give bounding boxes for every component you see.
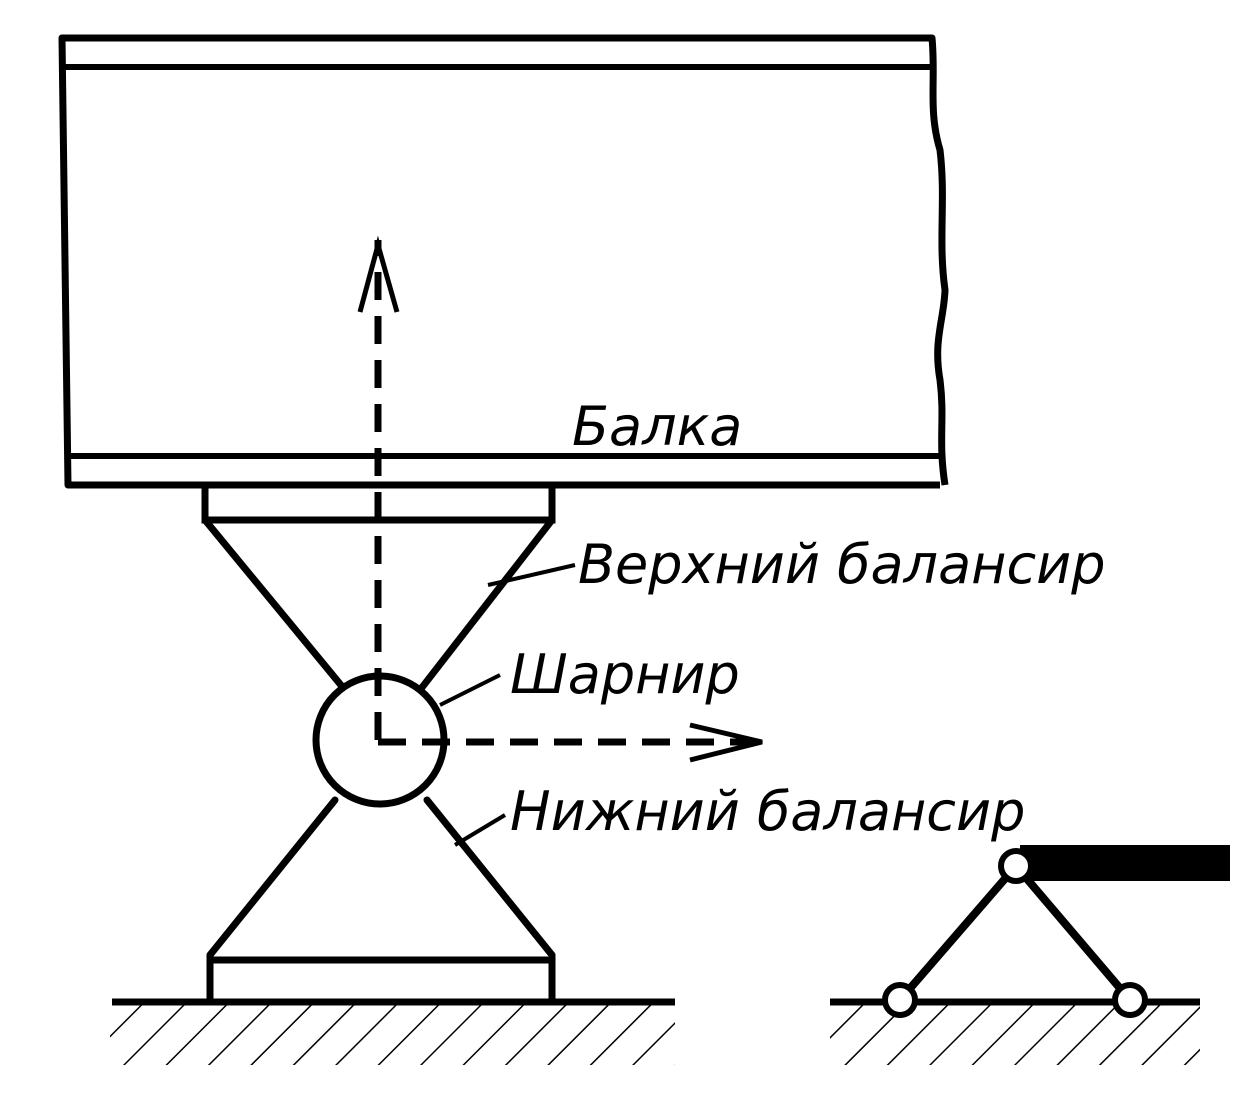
beam-outline [58, 34, 949, 489]
schematic-symbol [830, 845, 1230, 1065]
schematic-beam-bar [1020, 845, 1230, 881]
ground-left [110, 998, 675, 1065]
lower-balancer-body [206, 796, 556, 959]
horizontal-arrow-head-icon [689, 722, 763, 763]
hinge-leader [439, 673, 501, 707]
lower-balancer-label: Нижний балансир [510, 780, 1025, 843]
vertical-arrow-head-icon [357, 235, 400, 313]
upper-balancer-label: Верхний балансир [578, 533, 1106, 596]
upper-balancer-leader [487, 563, 576, 587]
schematic-link-right [1012, 863, 1134, 1003]
schematic-right-hinge [1112, 982, 1148, 1018]
ground-left-hatch [110, 1005, 675, 1065]
upper-balancer: Верхний балансир [201, 485, 1106, 694]
schematic-link-left [896, 863, 1020, 1003]
force-arrows [357, 235, 763, 763]
beam-label: Балка [572, 395, 742, 458]
lower-balancer-plate [206, 955, 556, 1000]
hinge-label: Шарнир [510, 643, 740, 706]
ground-right-hatch [830, 1005, 1200, 1065]
beam: Балка [58, 34, 949, 489]
upper-balancer-body [201, 516, 556, 694]
lower-balancer-leader [453, 813, 507, 847]
schematic-top-hinge [998, 848, 1034, 884]
schematic-left-hinge [882, 982, 918, 1018]
lower-balancer: Нижний балансир [206, 780, 1025, 1000]
